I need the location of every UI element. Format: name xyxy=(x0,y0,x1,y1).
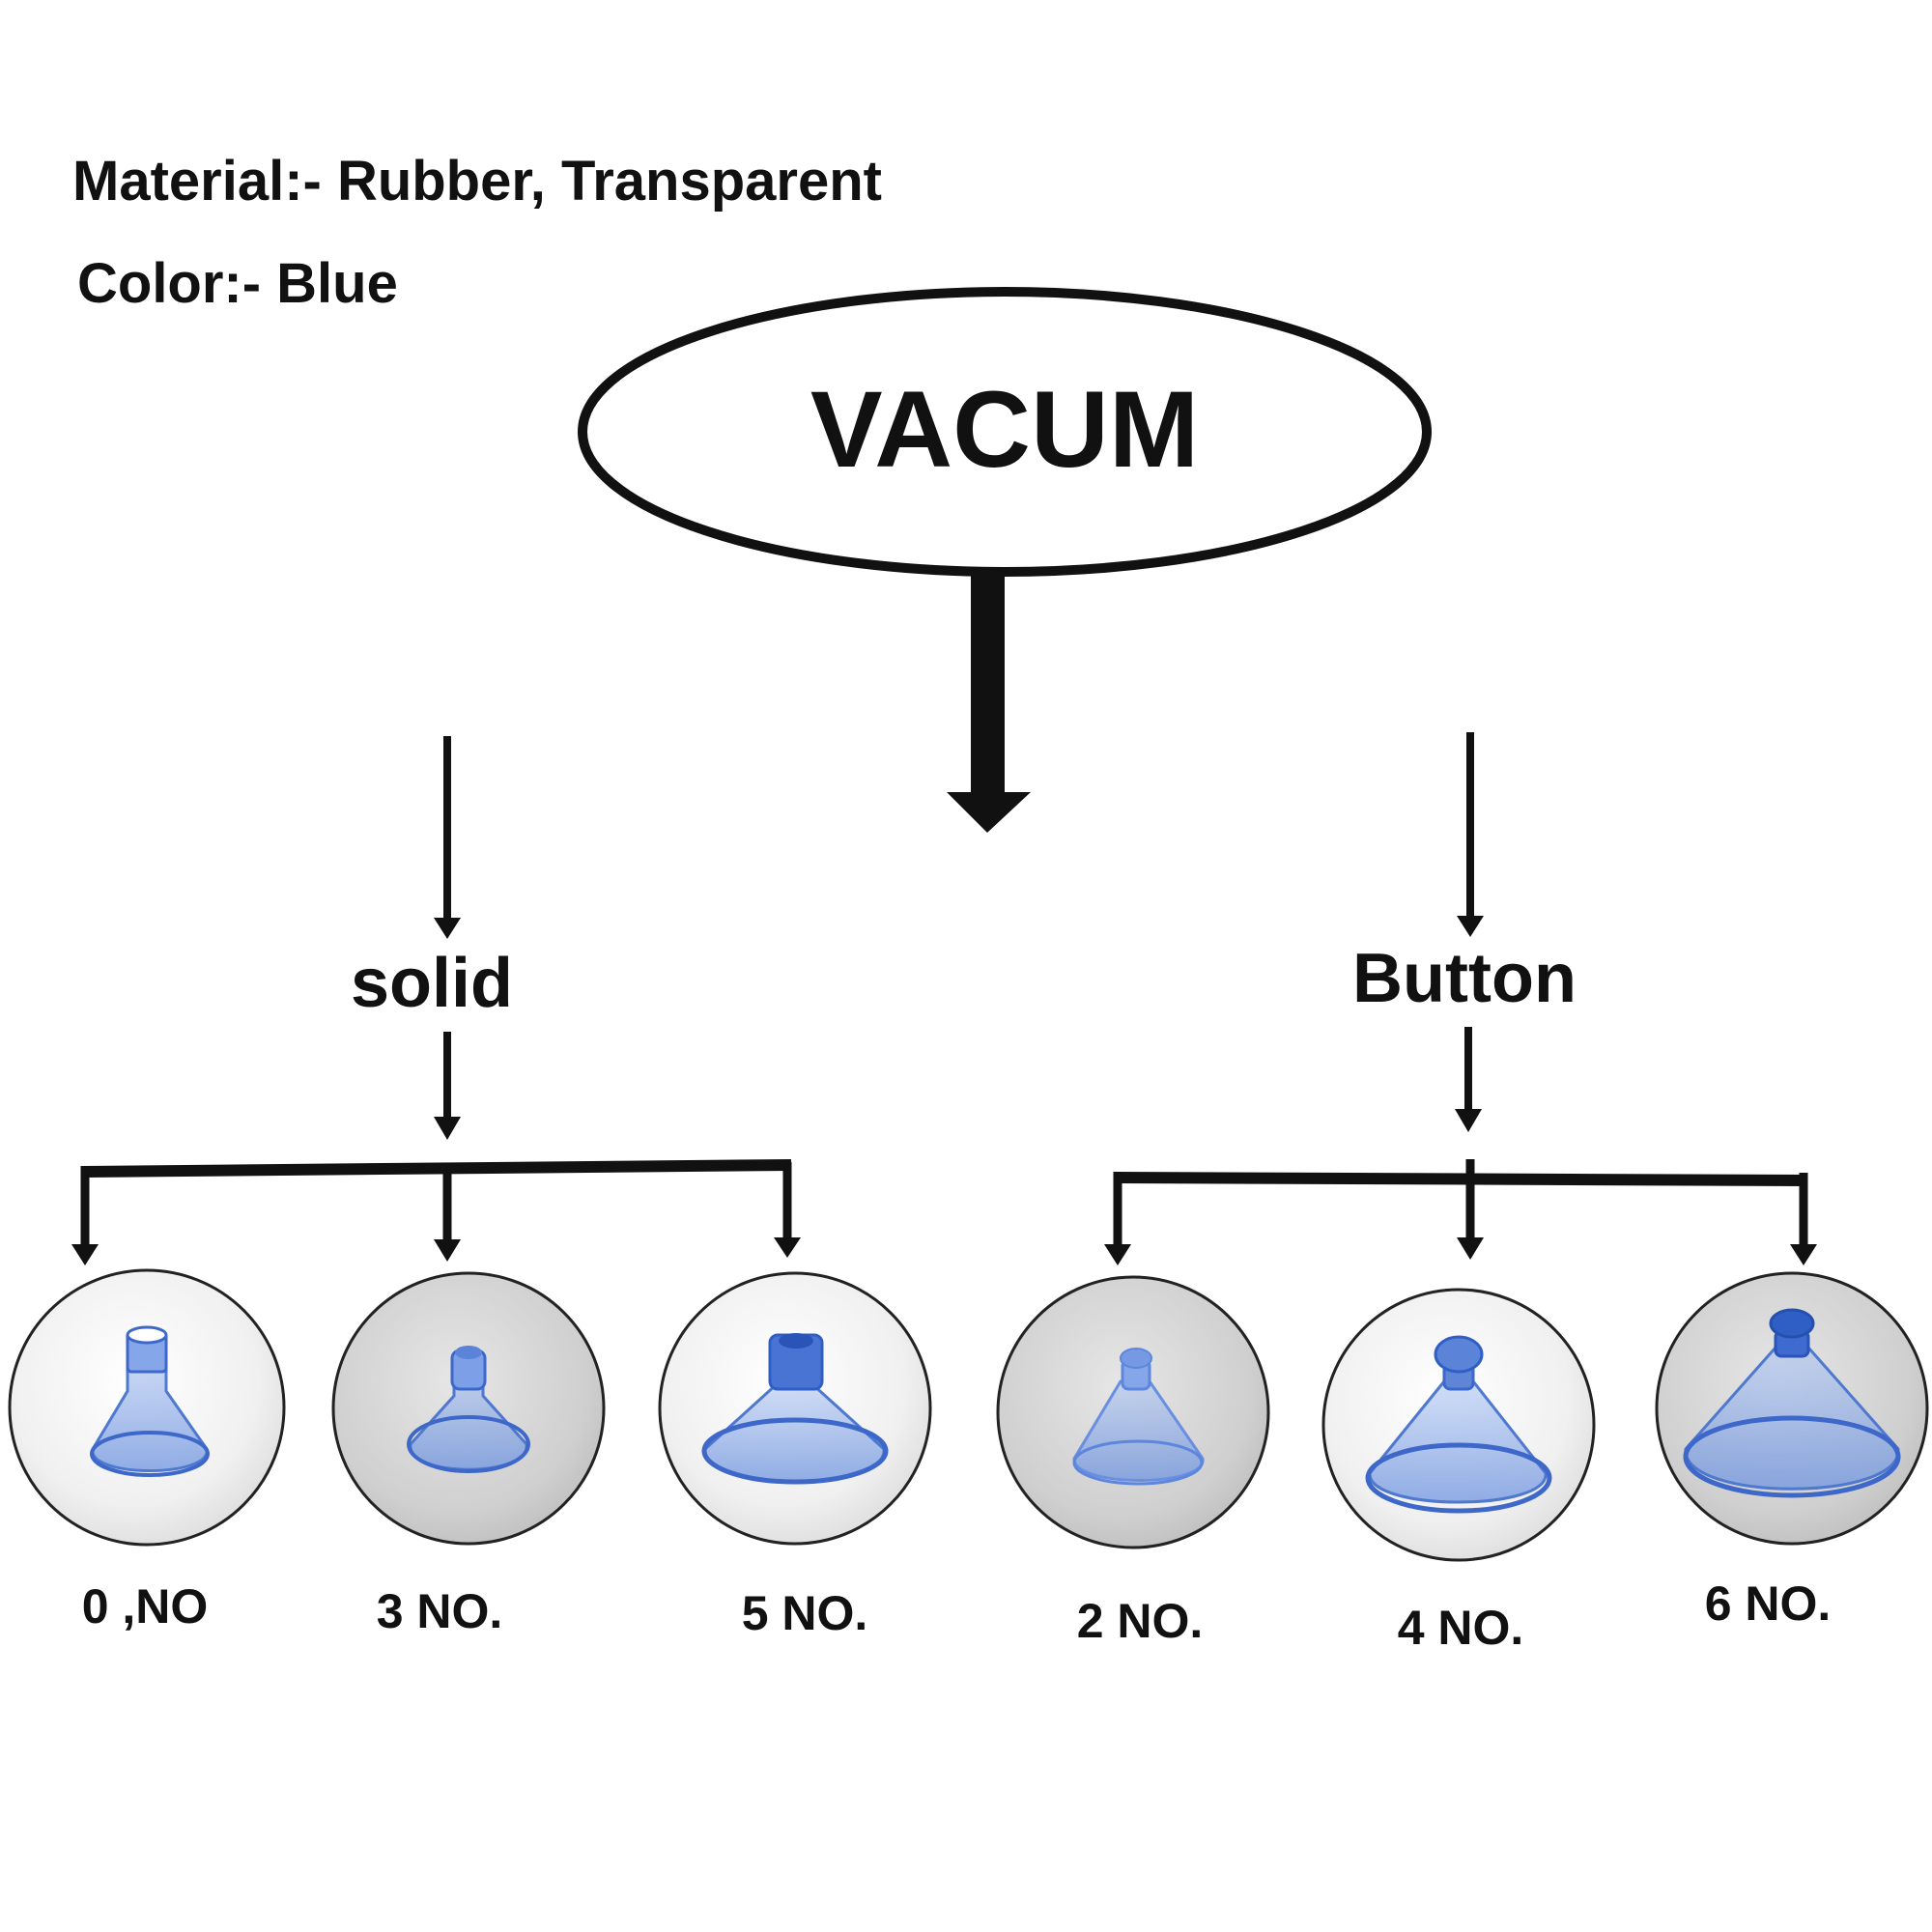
root-node: VACUM xyxy=(578,287,1432,577)
size-label-4: 4 NO. xyxy=(1398,1601,1524,1655)
suction-cup-icon xyxy=(407,1346,530,1473)
solid-label: solid xyxy=(351,945,513,1022)
size-label-0: 0 ,NO xyxy=(82,1579,209,1634)
main-arrow xyxy=(947,576,1031,833)
product-2-no xyxy=(996,1275,1270,1549)
size-label-6: 6 NO. xyxy=(1705,1577,1832,1631)
product-4-no xyxy=(1321,1288,1596,1562)
root-label: VACUM xyxy=(810,369,1199,490)
material-text: Material:- Rubber, Transparent xyxy=(72,150,882,213)
size-label-5: 5 NO. xyxy=(742,1586,868,1640)
suction-cup-icon xyxy=(90,1325,210,1477)
color-text: Color:- Blue xyxy=(77,252,398,315)
product-3-no xyxy=(331,1271,606,1546)
product-0-no xyxy=(8,1268,286,1547)
product-5-no xyxy=(658,1271,932,1546)
button-label: Button xyxy=(1352,940,1577,1017)
button-branch: Button xyxy=(1104,732,1817,1265)
size-label-3: 3 NO. xyxy=(377,1584,503,1638)
suction-cup-icon xyxy=(1683,1308,1901,1498)
suction-cup-icon xyxy=(1365,1335,1552,1514)
product-6-no xyxy=(1655,1271,1929,1546)
suction-cup-icon xyxy=(701,1333,889,1485)
solid-branch: solid xyxy=(71,736,801,1265)
root-ellipse xyxy=(578,287,1432,577)
size-label-2: 2 NO. xyxy=(1077,1594,1204,1648)
suction-cup-icon xyxy=(1072,1348,1205,1486)
